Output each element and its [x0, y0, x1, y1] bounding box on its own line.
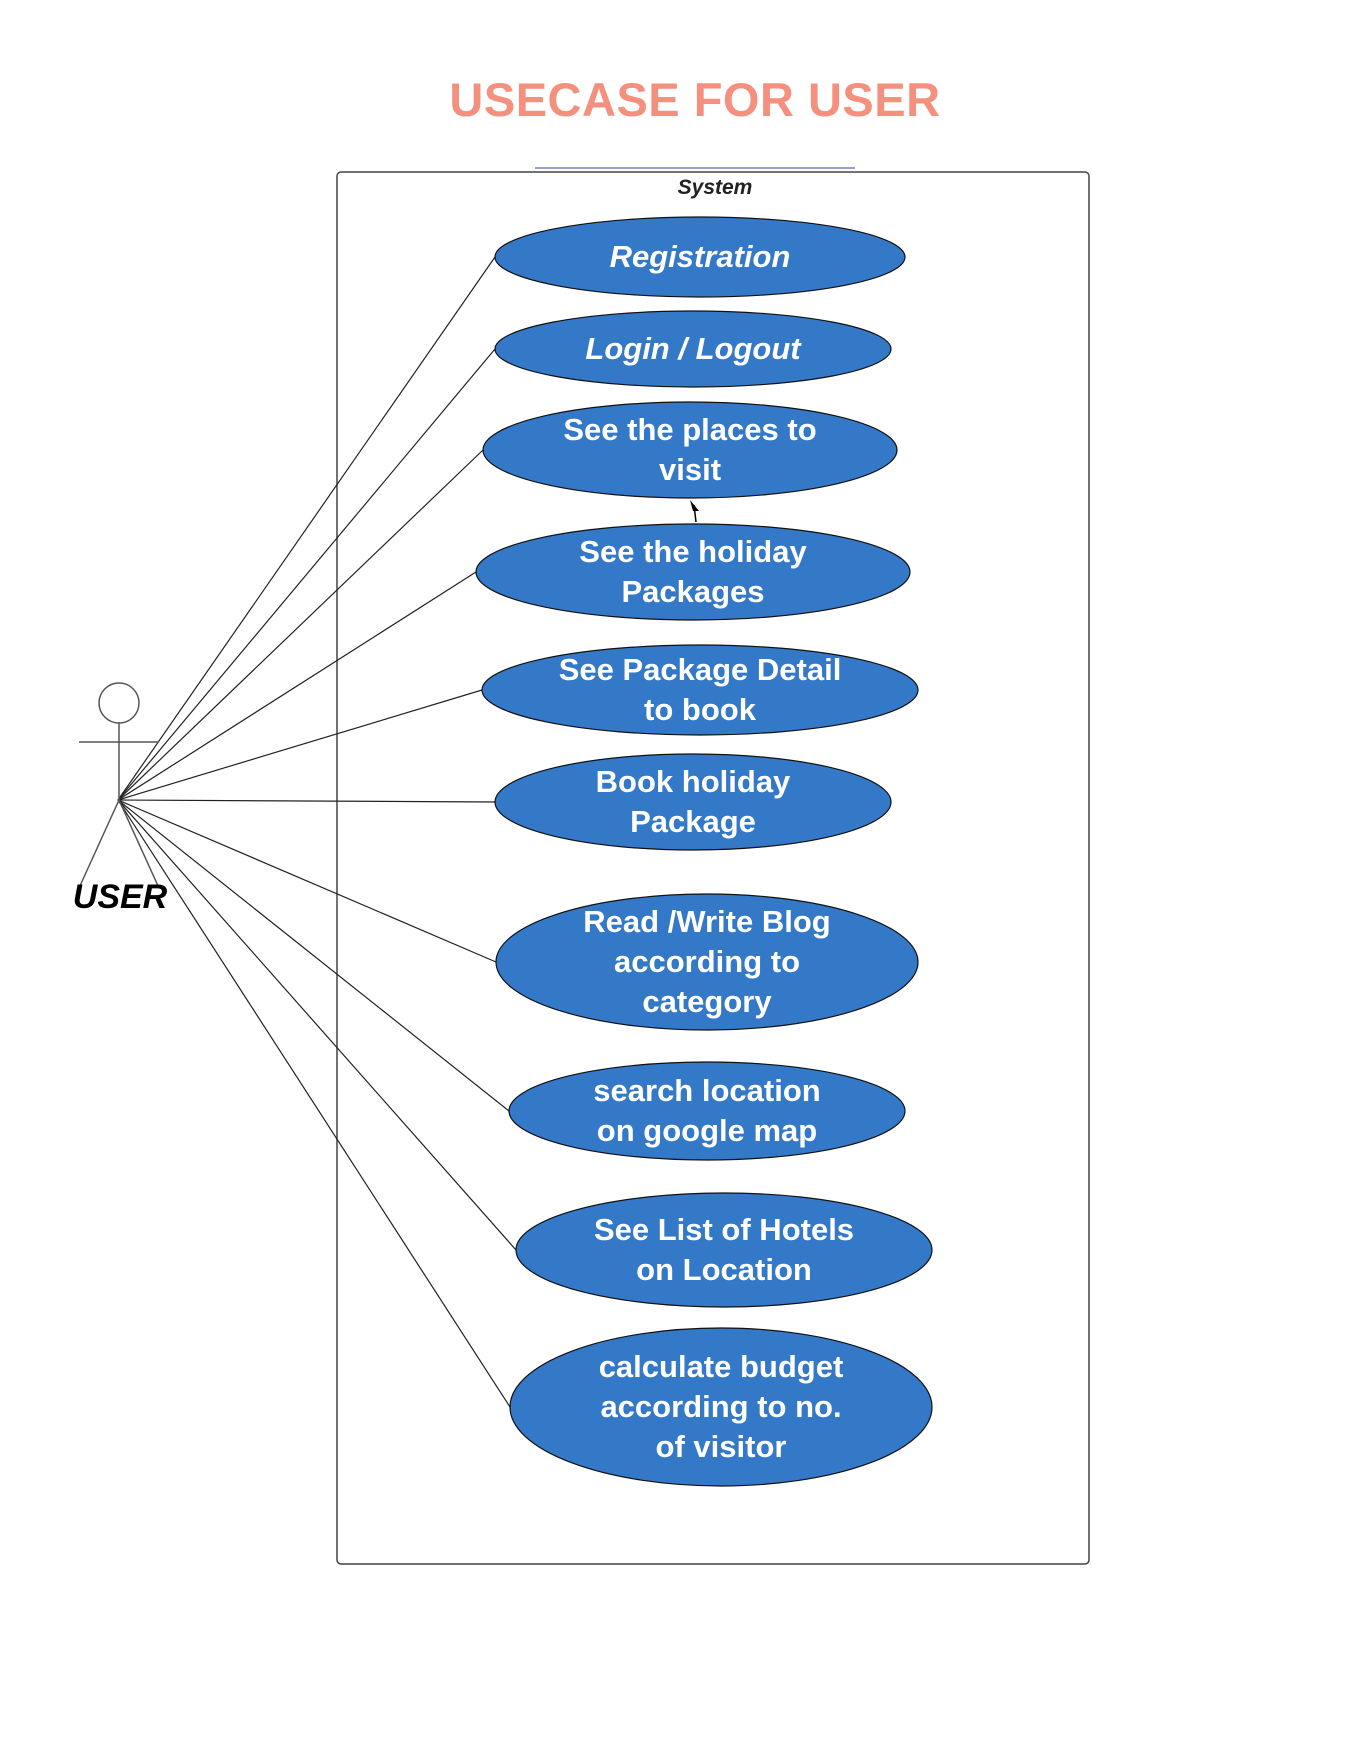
association-line-see-the-places-to-visit: [117, 449, 484, 801]
use-case-read-write-blog-according-to-category[interactable]: [495, 893, 919, 1031]
association-line-read-write-blog-according-to-category: [117, 799, 497, 963]
system-label: System: [677, 176, 753, 199]
actor-head: [98, 682, 140, 724]
association-line-calculate-budget-according-to-no-of-visitor: [117, 799, 511, 1408]
use-case-label: Registration: [609, 239, 791, 274]
use-case-login-logout[interactable]: [494, 310, 892, 388]
actor-left-leg: [78, 799, 120, 889]
actor-user-figure[interactable]: [78, 682, 160, 889]
association-line-see-the-holiday-packages: [117, 571, 477, 801]
association-line-book-holiday-package: [117, 799, 496, 803]
actor-label: USER: [72, 878, 168, 916]
association-line-see-list-of-hotels-on-location: [117, 799, 517, 1251]
use-case-see-the-places-to-visit[interactable]: [482, 401, 898, 499]
association-line-see-package-detail-to-book: [117, 689, 483, 801]
use-case-see-package-detail-to-book[interactable]: [481, 644, 919, 736]
association-line-registration: [117, 256, 496, 801]
use-case-calculate-budget-according-to-no-of-visitor[interactable]: [509, 1327, 933, 1487]
use-case-see-list-of-hotels-on-location[interactable]: [515, 1192, 933, 1308]
use-case-see-the-holiday-packages[interactable]: [475, 523, 911, 621]
system-boundary: [336, 171, 1090, 1565]
diagram-title: USECASE FOR USER: [449, 73, 941, 126]
use-cases: [475, 216, 933, 1487]
actor-right-leg: [118, 799, 160, 889]
dependency-arrow: [690, 500, 699, 523]
association-line-login-logout: [117, 348, 496, 801]
association-lines: [117, 256, 517, 1408]
use-case-search-location-on-google-map[interactable]: [508, 1061, 906, 1161]
use-case-book-holiday-package[interactable]: [494, 753, 892, 851]
use-case-label: Login / Logout: [585, 331, 801, 366]
association-line-search-location-on-google-map: [117, 799, 510, 1112]
use-case-registration[interactable]: [494, 216, 906, 298]
